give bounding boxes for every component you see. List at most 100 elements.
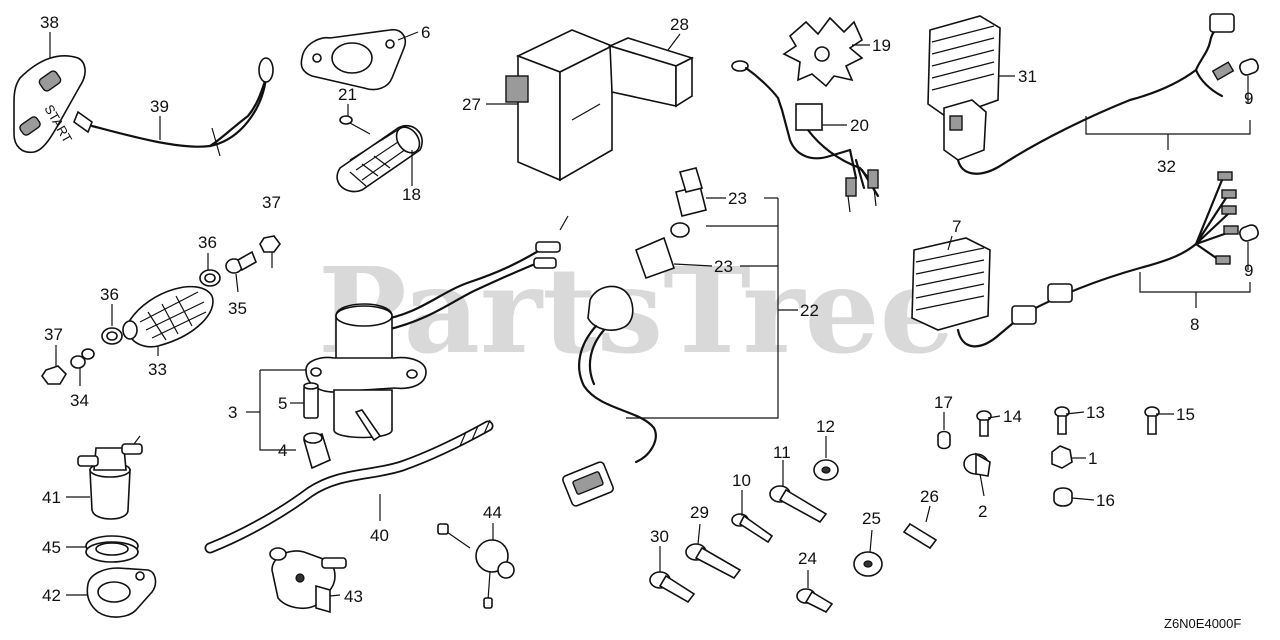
callout-22: 22 [800, 301, 819, 320]
callout-10: 10 [732, 471, 751, 490]
bolt-24-part[interactable] [796, 588, 834, 614]
callout-32: 32 [1157, 157, 1176, 176]
fitting-35-part[interactable] [225, 250, 258, 274]
bolt-10-part[interactable] [731, 513, 774, 544]
bolt-15-part[interactable] [1144, 406, 1160, 435]
callout-12: 12 [816, 417, 835, 436]
callout-4: 4 [278, 441, 287, 460]
callout-45: 45 [42, 538, 61, 557]
callout-17: 17 [934, 393, 953, 412]
callout-43: 43 [344, 587, 363, 606]
callout-20: 20 [850, 116, 869, 135]
nut-37a-part[interactable] [259, 235, 281, 253]
nut-37b-part[interactable] [41, 365, 68, 385]
terminal-cover-9a-part[interactable] [1238, 57, 1260, 76]
callout-28: 28 [670, 15, 689, 34]
callout-23b: 23 [714, 257, 733, 276]
fuel-sensor-23b-part[interactable] [634, 222, 690, 280]
nut-1-part[interactable] [1051, 445, 1073, 469]
pin-part[interactable] [303, 382, 319, 419]
callout-38: 38 [40, 13, 59, 32]
callout-41: 41 [42, 488, 61, 507]
callout-19: 19 [872, 36, 891, 55]
grommet-4-part[interactable] [303, 432, 331, 470]
starter-handle-part[interactable]: START [13, 55, 93, 154]
gasket-part[interactable] [300, 28, 406, 91]
washer-36b-part[interactable] [101, 327, 123, 345]
primer-bulb-part[interactable] [122, 286, 214, 348]
fuel-sensor-23a-part[interactable] [675, 167, 707, 217]
terminal-cover-9b-part[interactable] [1238, 223, 1260, 242]
fuel-sensor-assy-part[interactable] [562, 285, 657, 507]
bolt-11-part[interactable] [769, 485, 828, 524]
callout-18: 18 [402, 185, 421, 204]
callout-13: 13 [1086, 403, 1105, 422]
callout-30: 30 [650, 527, 669, 546]
callout-5: 5 [278, 394, 287, 413]
callout-34: 34 [70, 391, 89, 410]
callout-2: 2 [978, 502, 987, 521]
callout-31: 31 [1018, 67, 1037, 86]
fuel-hose-part[interactable] [204, 419, 494, 554]
fuel-cut-solenoid-part[interactable] [305, 215, 569, 442]
bolt-30-part[interactable] [649, 571, 696, 604]
rectifier-harness-part[interactable] [731, 60, 880, 213]
callout-39: 39 [150, 97, 169, 116]
callout-40: 40 [370, 526, 389, 545]
callout-1: 1 [1088, 449, 1097, 468]
washer-25-part[interactable] [853, 551, 883, 577]
callout-16: 16 [1096, 491, 1115, 510]
starter-rope-part[interactable] [90, 57, 274, 157]
callout-35: 35 [228, 299, 247, 318]
harness-8-part[interactable] [956, 171, 1239, 348]
washer-36a-part[interactable] [199, 269, 221, 287]
diagram-code: Z6N0E4000F [1164, 616, 1241, 631]
watermark: PartsTree [318, 241, 955, 380]
clip-17-part[interactable] [937, 430, 951, 450]
washer-34-part[interactable] [70, 348, 95, 369]
o-ring-45-part[interactable] [85, 535, 139, 563]
callout-14: 14 [1003, 407, 1022, 426]
callout-9a: 9 [1244, 89, 1253, 108]
callout-11: 11 [773, 443, 791, 462]
callout-7: 7 [952, 217, 961, 236]
callout-36a: 36 [198, 233, 217, 252]
callout-6: 6 [421, 23, 430, 42]
callout-9b: 9 [1244, 261, 1253, 280]
fuel-filter-part[interactable] [77, 435, 143, 520]
callout-44: 44 [483, 503, 502, 522]
filter-base-42-part[interactable] [86, 567, 157, 618]
regulator-31-part[interactable] [927, 15, 1001, 161]
bolt-14-part[interactable] [976, 410, 992, 437]
callout-labels: 1 2 3 4 5 6 7 8 9 9 10 11 12 13 14 15 16… [40, 13, 1253, 606]
bolt-29-part[interactable] [685, 543, 742, 580]
callout-42: 42 [42, 586, 61, 605]
screw-21-part[interactable] [339, 115, 371, 135]
callout-15: 15 [1176, 405, 1195, 424]
washer-12-part[interactable] [813, 459, 839, 481]
leader-lines [49, 31, 1251, 597]
callout-21: 21 [338, 85, 357, 104]
clip-16-part[interactable] [1053, 487, 1073, 507]
callout-25: 25 [862, 509, 881, 528]
fuel-valve-part[interactable] [269, 547, 347, 614]
callout-8: 8 [1190, 315, 1199, 334]
grip-part[interactable] [336, 123, 424, 193]
callout-3: 3 [228, 403, 237, 422]
nut-2-part[interactable] [963, 452, 991, 477]
heat-sink-part[interactable] [782, 16, 864, 88]
callout-37a: 37 [262, 193, 281, 212]
callout-27: 27 [462, 95, 481, 114]
pin-26-part[interactable] [902, 522, 938, 550]
switch-44-part[interactable] [437, 523, 515, 609]
callout-37b: 37 [44, 325, 63, 344]
callout-24: 24 [798, 549, 817, 568]
harness-32-part[interactable] [956, 13, 1235, 175]
bolt-13-part[interactable] [1054, 406, 1070, 435]
regulator-7-part[interactable] [911, 237, 991, 331]
callout-29: 29 [690, 503, 709, 522]
control-box-part[interactable] [505, 29, 614, 182]
callout-36b: 36 [100, 285, 119, 304]
rubber-cover-part[interactable] [607, 37, 695, 108]
